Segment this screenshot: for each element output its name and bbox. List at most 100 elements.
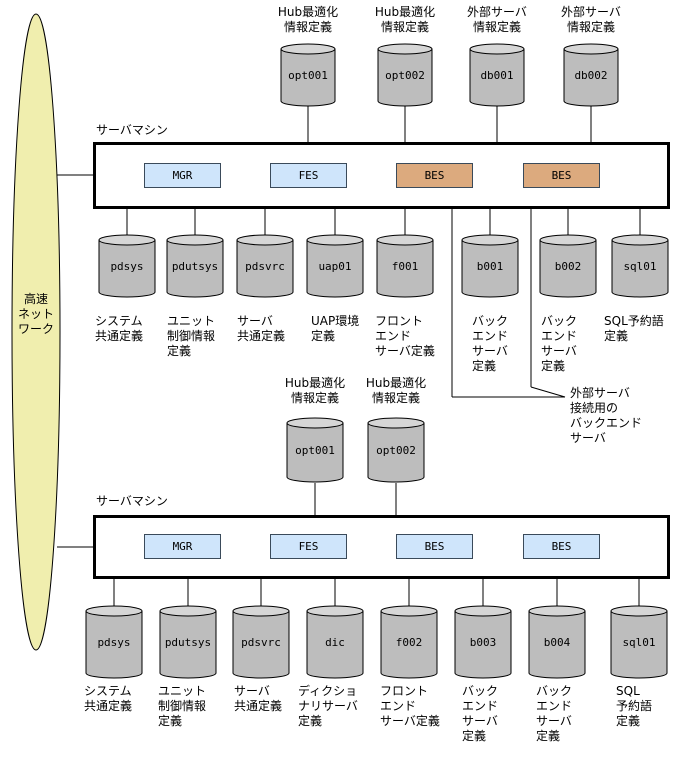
disk-label: b002: [555, 260, 582, 273]
callout-line: [530, 386, 566, 398]
disk-label: opt001: [295, 444, 335, 457]
disk-top: [610, 605, 668, 617]
disk-body: [286, 423, 344, 483]
disk-body: [611, 240, 669, 298]
disk-caption-below: フロント エンド サーバ定義: [380, 684, 440, 728]
disk-body: [461, 240, 519, 298]
disk-label: b003: [470, 636, 497, 649]
server-mgr: MGR: [144, 534, 221, 559]
disk-b003: b003: [454, 605, 512, 679]
disk-caption-below: サーバ 共通定義: [237, 314, 286, 343]
disk-body: [563, 49, 619, 107]
disk-label: opt002: [385, 69, 425, 82]
server-bes: BES: [523, 534, 600, 559]
disk-top: [611, 234, 669, 246]
disk-top: [469, 43, 525, 55]
disk-label: f002: [396, 636, 423, 649]
disk-caption-below: システム 共通定義: [95, 314, 144, 343]
disk-pdsvrc: pdsvrc: [232, 605, 290, 679]
disk-label: db002: [574, 69, 607, 82]
server-fes: FES: [270, 534, 347, 559]
disk-body: [376, 240, 434, 298]
disk-opt001: opt001: [280, 43, 336, 107]
disk-caption-below: SQL予約語 定義: [604, 314, 664, 343]
disk-caption-below: サーバ 共通定義: [234, 684, 283, 713]
disk-body: [377, 49, 433, 107]
disk-label: sql01: [623, 260, 656, 273]
disk-sql01: sql01: [611, 234, 669, 298]
disk-body: [85, 611, 143, 679]
disk-caption-below: UAP環境 定義: [311, 314, 360, 343]
disk-caption-above: Hub最適化 情報定義: [365, 376, 427, 405]
disk-label: pdsvrc: [241, 636, 281, 649]
disk-body: [469, 49, 525, 107]
disk-label: pdutsys: [165, 636, 211, 649]
server-bes-external-1: BES: [396, 163, 473, 188]
disk-b004: b004: [528, 605, 586, 679]
high-speed-network: [11, 13, 61, 651]
disk-label: opt002: [376, 444, 416, 457]
disk-label: pdsys: [97, 636, 130, 649]
disk-top: [461, 234, 519, 246]
disk-top: [528, 605, 586, 617]
disk-body: [166, 240, 224, 298]
disk-caption-above: Hub最適化 情報定義: [284, 376, 346, 405]
disk-db001: db001: [469, 43, 525, 107]
disk-caption-above: 外部サーバ 情報定義: [561, 5, 621, 34]
disk-label: sql01: [622, 636, 655, 649]
disk-caption-below: バック エンド サーバ 定義: [472, 314, 509, 373]
disk-label: pdutsys: [172, 260, 218, 273]
disk-body: [380, 611, 438, 679]
disk-top: [539, 234, 597, 246]
disk-pdsys: pdsys: [85, 605, 143, 679]
disk-pdsvrc: pdsvrc: [236, 234, 294, 298]
machine-label-top: サーバマシン: [96, 123, 168, 137]
disk-pdutsys: pdutsys: [166, 234, 224, 298]
server-bes-external-2: BES: [523, 163, 600, 188]
disk-top: [236, 234, 294, 246]
disk-body: [98, 240, 156, 298]
disk-label: f001: [392, 260, 419, 273]
disk-label: opt001: [288, 69, 328, 82]
disk-caption-below: ユニット 制御情報 定義: [158, 684, 207, 728]
disk-top: [367, 417, 425, 429]
disk-body: [280, 49, 336, 107]
disk-top: [232, 605, 290, 617]
disk-pdutsys: pdutsys: [159, 605, 217, 679]
disk-label: db001: [480, 69, 513, 82]
disk-label: b004: [544, 636, 571, 649]
disk-top: [563, 43, 619, 55]
disk-opt002: opt002: [377, 43, 433, 107]
disk-body: [159, 611, 217, 679]
disk-caption-below: バック エンド サーバ 定義: [536, 684, 573, 743]
disk-uap01: uap01: [306, 234, 364, 298]
disk-top: [306, 234, 364, 246]
disk-label: pdsvrc: [245, 260, 285, 273]
disk-body: [539, 240, 597, 298]
disk-body: [367, 423, 425, 483]
disk-caption-below: ユニット 制御情報 定義: [167, 314, 216, 358]
disk-label: b001: [477, 260, 504, 273]
disk-top: [454, 605, 512, 617]
disk-opt001: opt001: [286, 417, 344, 483]
disk-top: [159, 605, 217, 617]
disk-body: [610, 611, 668, 679]
disk-caption-above: 外部サーバ 情報定義: [467, 5, 527, 34]
disk-top: [98, 234, 156, 246]
disk-label: uap01: [318, 260, 351, 273]
disk-f001: f001: [376, 234, 434, 298]
disk-caption-below: ディクショ ナリサーバ 定義: [298, 684, 358, 728]
disk-body: [528, 611, 586, 679]
disk-sql01: sql01: [610, 605, 668, 679]
disk-opt002: opt002: [367, 417, 425, 483]
external-backend-callout: 外部サーバ 接続用の バックエンド サーバ: [570, 386, 643, 445]
disk-caption-below: フロント エンド サーバ定義: [375, 314, 435, 358]
disk-dic: dic: [306, 605, 364, 679]
disk-caption-above: Hub最適化 情報定義: [374, 5, 436, 34]
disk-top: [286, 417, 344, 429]
server-mgr: MGR: [144, 163, 221, 188]
disk-caption-below: バック エンド サーバ 定義: [541, 314, 578, 373]
disk-body: [232, 611, 290, 679]
